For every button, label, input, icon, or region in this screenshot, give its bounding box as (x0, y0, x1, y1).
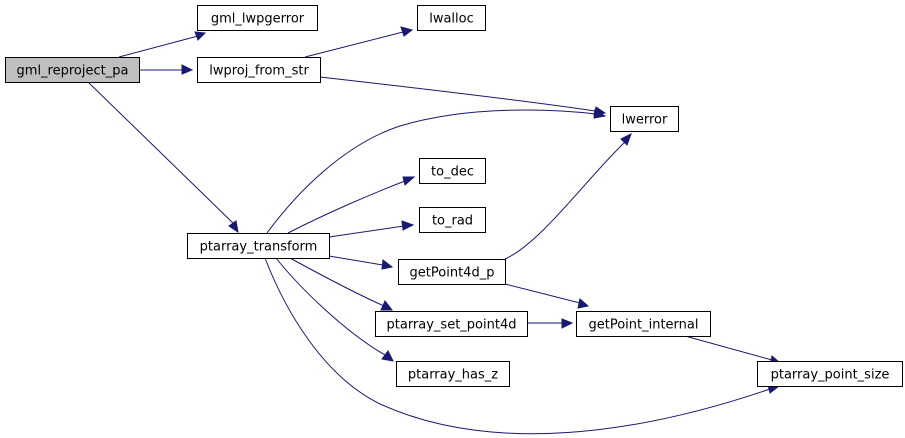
edge-ptarray_transform-to-ptarray_point_size (264, 257, 781, 435)
edge-ptarray_transform-to-to_rad (328, 220, 415, 238)
node-box (396, 361, 510, 387)
node-box (375, 311, 528, 337)
arrowhead-icon (620, 132, 632, 146)
arrowhead-icon (593, 109, 607, 119)
node-label: gml_lwpgerror (211, 12, 305, 27)
edge-ptarray_transform-to-ptarray_set_point4d (289, 257, 394, 311)
node-box (417, 5, 486, 31)
node-box (197, 57, 321, 83)
node-label: gml_reproject_pa (17, 64, 129, 79)
edge-ptarray_transform-to-getPoint4d_p (328, 255, 394, 270)
node-box (398, 259, 506, 285)
node-ptarray-has-z[interactable]: ptarray_has_z (396, 361, 510, 387)
node-ptarray-point-size[interactable]: ptarray_point_size (757, 361, 903, 387)
edge-line (87, 81, 235, 225)
edge-line (304, 31, 404, 58)
node-label: ptarray_set_point4d (387, 318, 517, 333)
node-label: ptarray_transform (200, 240, 318, 255)
node-box (610, 106, 679, 132)
edge-line (328, 255, 384, 266)
edge-gml_reproject_pa-to-ptarray_transform (87, 81, 239, 234)
edge-lwproj_from_str-to-lwerror (319, 76, 607, 116)
node-to-rad[interactable]: to_rad (419, 207, 486, 233)
edge-ptarray_transform-to-to_dec (287, 176, 416, 234)
node-gml-reproject-pa[interactable]: gml_reproject_pa (5, 57, 140, 83)
arrowhead-icon (194, 31, 207, 41)
node-box (757, 361, 903, 387)
node-to-dec[interactable]: to_dec (419, 158, 486, 184)
node-box (197, 5, 318, 31)
node-box (576, 311, 711, 337)
edge-line (264, 257, 771, 435)
edge-line (118, 35, 199, 58)
edge-line (287, 180, 406, 234)
edge-line (328, 225, 405, 238)
edge-getPoint4d_p-to-lwerror (504, 132, 632, 260)
node-label: lwproj_from_str (209, 64, 309, 79)
edge-getPoint_internal-to-ptarray_point_size (684, 335, 782, 366)
node-box (5, 57, 140, 83)
arrowhead-icon (400, 26, 414, 37)
node-label: to_rad (432, 214, 473, 229)
edge-line (275, 257, 386, 356)
edge-ptarray_transform-to-ptarray_has_z (275, 257, 394, 362)
edge-line (504, 283, 581, 304)
node-getPoint-internal[interactable]: getPoint_internal (576, 311, 711, 337)
arrowhead-icon (577, 298, 590, 309)
edge-line (684, 335, 773, 361)
node-label: lwalloc (429, 12, 474, 27)
node-label: getPoint_internal (588, 318, 698, 333)
edge-gml_reproject_pa-to-gml_lwpgerror (118, 31, 207, 58)
edge-getPoint4d_p-to-getPoint_internal (504, 283, 590, 309)
node-label: ptarray_has_z (408, 368, 498, 383)
arrowhead-icon (401, 220, 415, 231)
edge-line (266, 109, 597, 234)
arrowhead-icon (181, 64, 194, 75)
arrowhead-icon (381, 350, 394, 362)
node-getPoint4d-p[interactable]: getPoint4d_p (398, 259, 506, 285)
node-label: ptarray_point_size (771, 368, 890, 383)
arrowhead-icon (561, 318, 574, 329)
arrowhead-icon (380, 300, 394, 311)
node-box (187, 233, 330, 259)
node-lwalloc[interactable]: lwalloc (417, 5, 486, 31)
node-lwproj-from-str[interactable]: lwproj_from_str (197, 57, 321, 83)
node-ptarray-set-point4d[interactable]: ptarray_set_point4d (375, 311, 528, 337)
node-label: lwerror (622, 113, 668, 128)
node-ptarray-transform[interactable]: ptarray_transform (187, 233, 330, 259)
edge-line (319, 76, 596, 112)
edge-lwproj_from_str-to-lwalloc (304, 26, 414, 58)
edge-ptarray_set_point4d-to-getPoint_internal (527, 318, 574, 329)
node-label: getPoint4d_p (410, 266, 495, 281)
node-box (419, 158, 486, 184)
node-label: to_dec (431, 165, 474, 180)
edge-line (504, 141, 626, 260)
edge-gml_reproject_pa-to-lwproj_from_str (139, 64, 194, 75)
edge-ptarray_transform-to-lwerror (266, 109, 607, 234)
arrowhead-icon (381, 259, 394, 270)
node-box (419, 207, 486, 233)
edge-line (289, 257, 385, 307)
node-gml-lwpgerror[interactable]: gml_lwpgerror (197, 5, 318, 31)
arrowhead-icon (402, 176, 416, 186)
node-lwerror[interactable]: lwerror (610, 106, 679, 132)
arrowhead-icon (228, 220, 239, 234)
